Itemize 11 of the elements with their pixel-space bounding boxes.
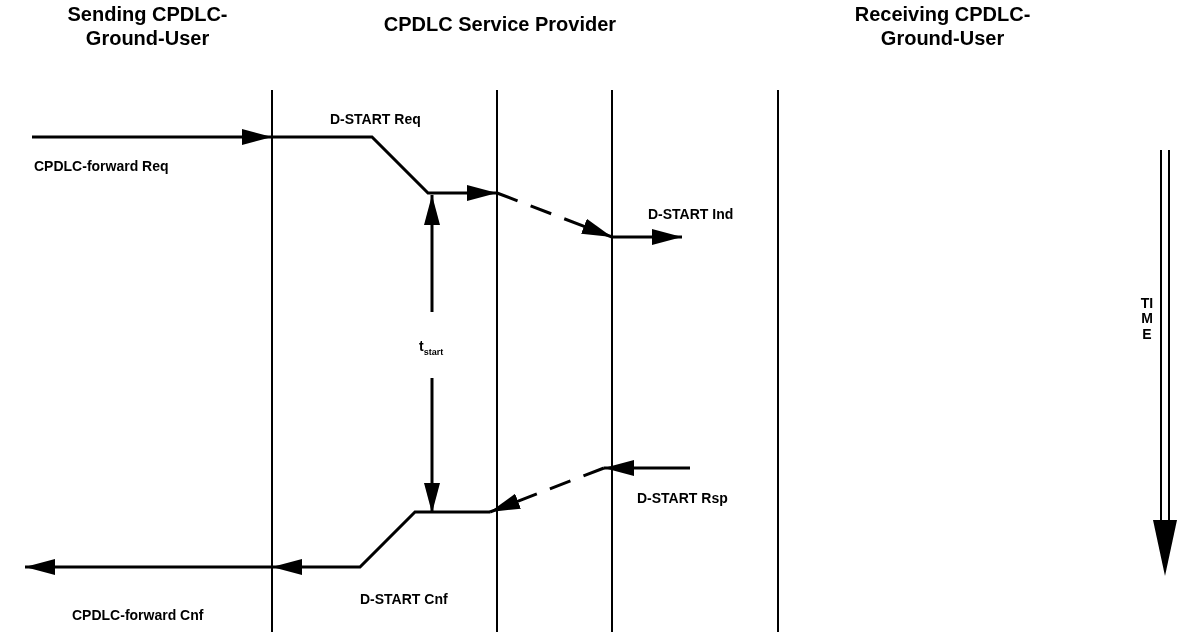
column-heading: CPDLC Service Provider <box>382 12 618 36</box>
column-heading: Sending CPDLC-Ground-User <box>66 2 229 50</box>
duration-label: t$_{start}$ <box>419 338 444 357</box>
message-label: D-START Rsp <box>637 490 728 506</box>
message-label: D-START Cnf <box>360 591 448 607</box>
message-label: CPDLC-forward Cnf <box>72 607 204 623</box>
time-label: TIME <box>1140 296 1154 343</box>
column-heading: Receiving CPDLC-Ground-User <box>853 2 1032 50</box>
message-label: CPDLC-forward Req <box>34 158 169 174</box>
message-label: D-START Ind <box>648 206 734 222</box>
message-label: D-START Req <box>330 111 421 127</box>
